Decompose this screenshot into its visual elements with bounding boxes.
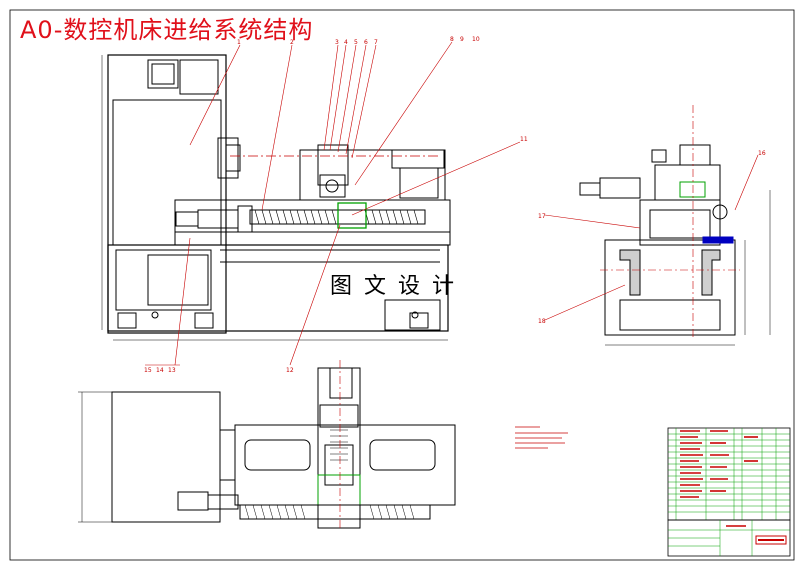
sheet-border	[9, 9, 795, 561]
chuck	[217, 137, 239, 179]
leaders-front	[145, 41, 521, 366]
balloon-5: 5	[354, 39, 358, 46]
side-view	[544, 105, 771, 346]
balloon-6: 6	[364, 39, 368, 46]
title-block	[667, 519, 791, 557]
top-headstock	[111, 391, 221, 523]
top-ball-screw	[239, 504, 431, 520]
balloons: 1 2 3 4 5 6 7 8 9 10 11 15 14 13 12 16 1…	[144, 36, 766, 374]
headstock-cover	[112, 99, 222, 246]
balloon-2: 2	[290, 39, 294, 46]
balloon-3: 3	[335, 39, 339, 46]
technical-notes	[515, 426, 568, 449]
balloon-8: 8	[450, 36, 454, 43]
watermark-text: 图文设计	[330, 274, 467, 299]
carriage	[299, 149, 446, 201]
side-base	[604, 239, 736, 336]
balloon-4: 4	[344, 39, 348, 46]
drawing-title: A0-数控机床进给系统结构	[20, 16, 314, 44]
feed-motor	[175, 211, 199, 227]
guideway	[174, 199, 451, 246]
screw-nut	[337, 202, 367, 229]
front-view	[101, 54, 451, 341]
balloon-9: 9	[460, 36, 464, 43]
bed-window	[115, 249, 212, 311]
balloon-17: 17	[538, 213, 546, 220]
headstock-body	[107, 54, 227, 334]
bom-table	[667, 427, 791, 521]
balloon-18: 18	[538, 318, 546, 325]
balloon-13: 13	[168, 367, 176, 374]
balloon-12: 12	[286, 367, 294, 374]
balloon-16: 16	[758, 150, 766, 157]
balloon-11: 11	[520, 136, 528, 143]
balloon-14: 14	[156, 367, 164, 374]
balloon-15: 15	[144, 367, 152, 374]
tool-turret	[317, 144, 349, 186]
top-view	[78, 360, 456, 530]
balloon-1: 1	[237, 39, 241, 46]
balloon-10: 10	[472, 36, 480, 43]
top-bed	[234, 424, 456, 506]
control-panel	[147, 59, 179, 89]
balloon-7: 7	[374, 39, 378, 46]
